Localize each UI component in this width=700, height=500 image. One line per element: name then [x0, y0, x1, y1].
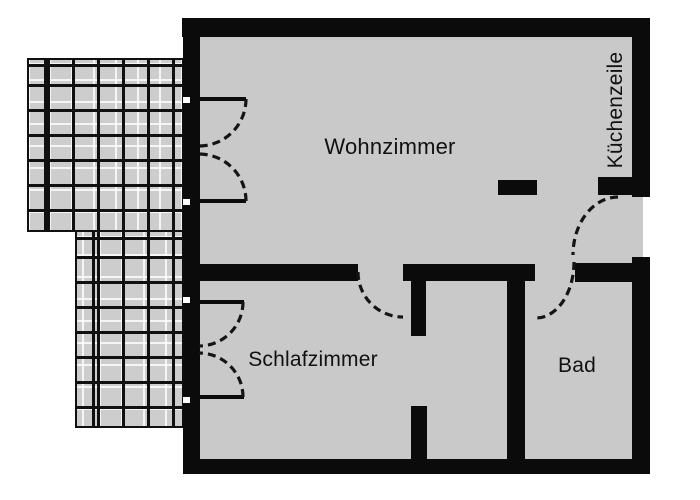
divider-wall-left — [199, 264, 358, 281]
balcony-tiles-upper — [27, 58, 184, 232]
door-jamb-notch — [183, 297, 190, 303]
room-label-wohnzimmer: Wohnzimmer — [324, 134, 456, 159]
livingroom-balcony-door-leaf-bottom — [199, 199, 246, 203]
outer-wall-bottom — [183, 459, 650, 474]
door-jamb-notch — [183, 97, 190, 103]
kitchen-counter-stub — [498, 180, 537, 195]
door-jamb-notch — [183, 397, 190, 403]
livingroom-balcony-door-leaf-top — [199, 97, 246, 101]
entrance-partition-stub — [598, 177, 632, 195]
corridor-wall-right — [507, 281, 525, 459]
door-jamb-notch — [183, 199, 190, 205]
outer-wall-top — [182, 18, 650, 37]
divider-wall-middle — [403, 264, 535, 281]
corridor-wall-left-lower — [411, 406, 427, 459]
entrance-threshold — [632, 197, 643, 257]
room-label-kuechenzeile: Küchenzeile — [604, 51, 627, 169]
room-label-bad: Bad — [558, 354, 596, 377]
bathroom-top-wall — [575, 263, 632, 282]
bedroom-balcony-door-leaf-top — [199, 300, 244, 304]
outer-wall-right-upper — [632, 18, 650, 197]
outer-wall-right-lower — [632, 257, 650, 474]
apartment-interior-fill — [200, 37, 632, 459]
room-label-schlafzimmer: Schlafzimmer — [248, 348, 378, 371]
corridor-wall-left-upper — [411, 281, 426, 336]
outer-wall-left — [183, 18, 200, 474]
balcony-tiles-lower — [75, 230, 184, 428]
bedroom-balcony-door-leaf-bottom — [199, 395, 244, 399]
